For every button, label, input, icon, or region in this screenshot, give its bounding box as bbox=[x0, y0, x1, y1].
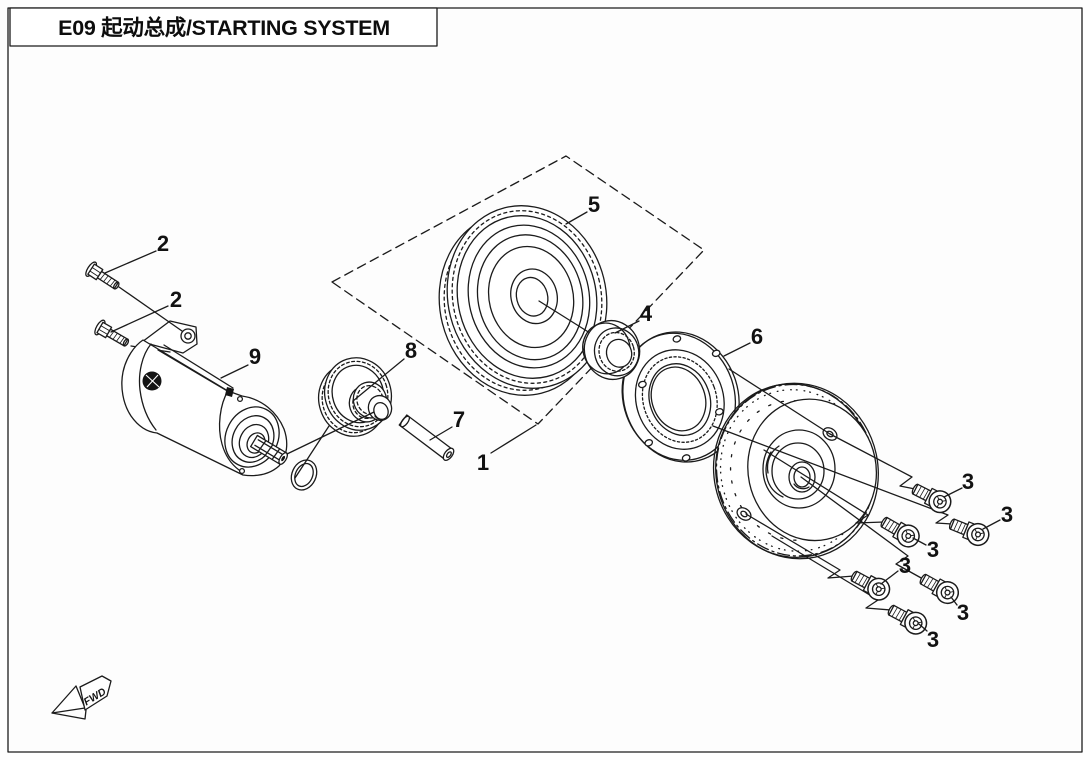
title-block: E09 起动总成/STARTING SYSTEM bbox=[9, 7, 438, 47]
callout-rotor-bolt-3: 3 bbox=[927, 537, 939, 562]
assembly-group-outline bbox=[331, 155, 705, 425]
rotor-bolt-drawing bbox=[846, 564, 895, 605]
title-box bbox=[9, 7, 438, 47]
needle-bearing-drawing bbox=[582, 319, 641, 381]
fwd-direction-marker: FWD bbox=[51, 675, 112, 720]
callout-idler-gear: 8 bbox=[405, 338, 417, 363]
o-ring bbox=[290, 459, 318, 491]
page-border bbox=[7, 7, 1083, 753]
callout-rotor-bolt-2: 3 bbox=[1001, 502, 1013, 527]
fwd-arrow-icon bbox=[51, 685, 86, 714]
callout-motor-bolt-upper: 2 bbox=[157, 231, 169, 256]
rotor-bolt-drawing bbox=[907, 477, 956, 517]
idler-pin-drawing bbox=[398, 414, 455, 461]
callout-assembly-group: 1 bbox=[477, 450, 489, 475]
starter-motor-drawing bbox=[118, 286, 330, 491]
flange-hole bbox=[681, 454, 691, 462]
callout-rotor-bolt-4: 3 bbox=[899, 553, 911, 578]
ring-gear-drawing bbox=[438, 205, 610, 396]
rotor-bolt-drawing bbox=[915, 567, 963, 609]
flange-hole bbox=[711, 349, 721, 358]
gear-shaft-axis-line bbox=[286, 411, 375, 455]
idler-gear-drawing bbox=[286, 357, 393, 455]
leader-lines bbox=[104, 211, 1001, 632]
callout-motor-bolt-lower: 2 bbox=[170, 287, 182, 312]
rotor-bolt-drawing bbox=[945, 512, 993, 550]
flange-hole bbox=[638, 380, 647, 389]
callout-rotor-bolt-1: 3 bbox=[962, 469, 974, 494]
motor-bolt-drawing bbox=[83, 259, 124, 295]
clutch-flange-drawing bbox=[621, 331, 740, 463]
motor-shaft bbox=[250, 434, 289, 465]
callout-starter-motor: 9 bbox=[249, 344, 261, 369]
callout-clutch-flange: 6 bbox=[751, 324, 763, 349]
callout-ring-gear: 5 bbox=[588, 192, 600, 217]
callout-needle-bearing: 4 bbox=[640, 301, 653, 326]
flange-hole bbox=[672, 335, 682, 343]
flange-hole bbox=[644, 439, 654, 447]
rotor-bolt-drawing bbox=[876, 511, 924, 552]
rotor-bolt-drawing bbox=[883, 598, 932, 639]
callout-rotor-bolt-6: 3 bbox=[927, 627, 939, 652]
flange-hole bbox=[714, 408, 724, 416]
callout-rotor-bolt-5: 3 bbox=[957, 600, 969, 625]
bolt-axis-lines bbox=[712, 368, 953, 611]
rotor-bolt-hole bbox=[736, 507, 752, 521]
motor-bolt-drawing bbox=[92, 318, 133, 352]
shaft-axis-line bbox=[294, 425, 330, 479]
page-title: E09 起动总成/STARTING SYSTEM bbox=[58, 15, 390, 40]
motor-bracket bbox=[141, 320, 198, 354]
callout-idler-pin: 7 bbox=[453, 407, 465, 432]
